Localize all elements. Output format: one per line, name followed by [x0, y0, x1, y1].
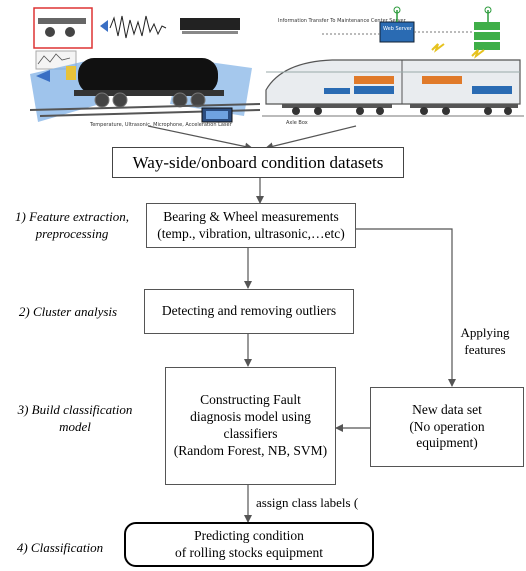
new-data-set-box: New data set (No operation equipment) — [370, 387, 524, 467]
predict-condition-box: Predicting condition of rolling stocks e… — [124, 522, 374, 567]
step-3-line1: 3) Build classification — [17, 402, 133, 417]
assign-class-labels: assign class labels ( — [256, 495, 359, 510]
wayside-monitoring-image: Temperature, Ultrasonic, Microphone, Acc… — [30, 4, 260, 128]
wayside-caption: Temperature, Ultrasonic, Microphone, Acc… — [89, 122, 233, 128]
model-line2: diagnosis model using — [190, 409, 311, 425]
datasets-box: Way-side/onboard condition datasets — [112, 147, 404, 178]
arrow-left-image-to-datasets — [147, 125, 253, 151]
bearing-measurements-box: Bearing & Wheel measurements (temp., vib… — [146, 203, 356, 248]
model-line1: Constructing Fault — [200, 392, 301, 408]
predict-line2: of rolling stocks equipment — [174, 544, 324, 560]
datasets-label: Way-side/onboard condition datasets — [132, 152, 384, 172]
outliers-box: Detecting and removing outliers — [144, 289, 354, 334]
arrow-bearing-to-newdata — [355, 228, 456, 387]
bearing-line1: Bearing & Wheel measurements — [163, 208, 339, 224]
newdata-line2: (No operation — [409, 418, 485, 434]
step-1-line1: 1) Feature extraction, — [15, 209, 129, 224]
applying-line2: features — [464, 341, 506, 357]
step-2-text: 2) Cluster analysis — [18, 304, 118, 319]
step-1-label: 1) Feature extraction, preprocessing — [8, 209, 136, 243]
onboard-monitoring-image: Information Transfer To Maintenance Cent… — [262, 4, 524, 126]
step-3-label: 3) Build classification model — [10, 402, 140, 436]
step-3-line2: model — [59, 418, 91, 434]
step-4-label: 4) Classification — [10, 540, 110, 557]
model-line4: (Random Forest, NB, SVM) — [173, 442, 328, 458]
classification-model-box: Constructing Fault diagnosis model using… — [165, 367, 336, 485]
model-line3: classifiers — [223, 426, 278, 441]
newdata-line3: equipment) — [416, 435, 478, 451]
transfer-label: Information Transfer To Maintenance Cent… — [278, 18, 407, 24]
step-2-label: 2) Cluster analysis — [12, 304, 124, 321]
step-1-line2: preprocessing — [35, 225, 109, 241]
predict-line1: Predicting condition — [194, 527, 304, 543]
arrow-right-image-to-datasets — [265, 125, 357, 151]
step-4-text: 4) Classification — [16, 540, 104, 555]
outliers-label: Detecting and removing outliers — [161, 303, 337, 319]
applying-features-label: Applying features — [452, 325, 518, 359]
applying-line1: Applying — [460, 325, 510, 340]
newdata-line1: New data set — [412, 401, 482, 417]
bearing-line2: (temp., vibration, ultrasonic,…etc) — [157, 225, 345, 241]
axle-box-label: Axle Box — [286, 120, 308, 126]
server-label: Web Server — [383, 26, 413, 32]
